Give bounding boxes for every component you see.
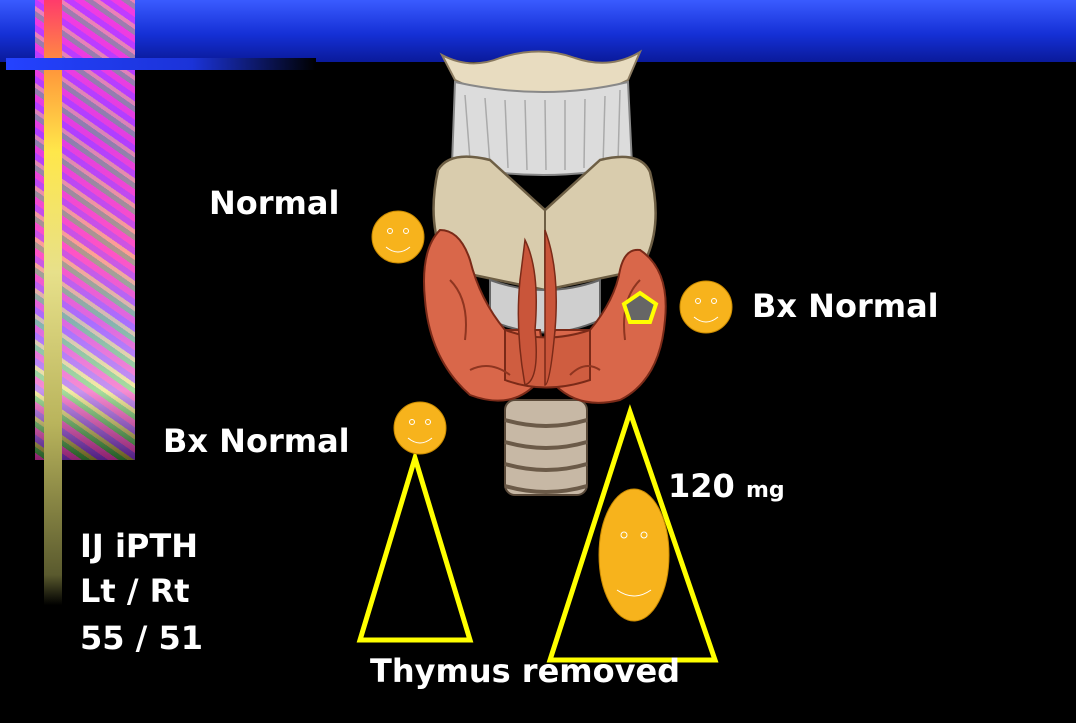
label-bx-normal-right: Bx Normal (752, 290, 939, 322)
iptth-line1: IJ iPTH (80, 530, 198, 562)
left-triangle (360, 458, 470, 640)
label-bx-normal-left: Bx Normal (163, 425, 350, 457)
label-thymus-removed: Thymus removed (370, 655, 680, 687)
smiley-bx-left (394, 402, 446, 454)
smiley-large (599, 489, 669, 621)
trachea (505, 400, 587, 495)
weight-value: 120 (668, 467, 735, 505)
iptth-line3: 55 / 51 (80, 622, 203, 654)
label-normal: Normal (209, 187, 339, 219)
iptth-line2: Lt / Rt (80, 575, 190, 607)
smiley-normal (372, 211, 424, 263)
smiley-bx-right (680, 281, 732, 333)
weight-unit: mg (746, 478, 785, 503)
label-weight: 120 mg (668, 470, 785, 502)
